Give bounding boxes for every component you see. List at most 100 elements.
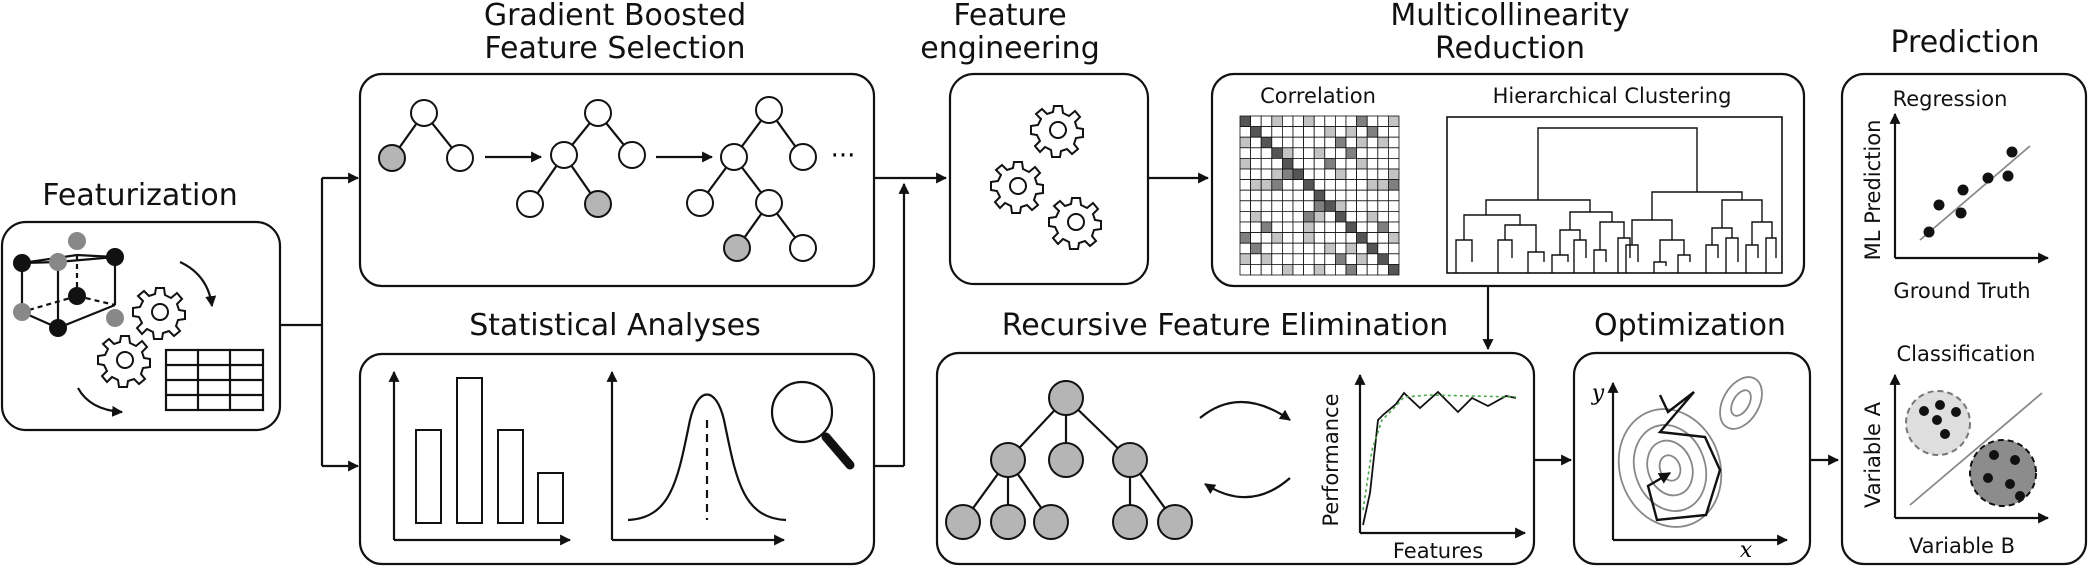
gradient-boosted-title-line2: Feature Selection [484, 31, 745, 66]
correlation-cell [1239, 232, 1252, 244]
correlation-cell [1356, 115, 1368, 128]
classification-plot: Variable A Variable B [1861, 373, 2050, 558]
correlation-cell [1292, 232, 1305, 244]
correlation-cell [1388, 253, 1400, 265]
correlation-cell [1303, 232, 1315, 244]
decision-tree-2 [516, 99, 646, 218]
multicollinearity-title-line1: Multicollinearity [1390, 0, 1629, 33]
correlation-cell [1366, 253, 1379, 265]
regression-xlabel: Ground Truth [1893, 279, 2030, 303]
correlation-cell [1324, 232, 1336, 244]
correlation-cell [1377, 232, 1389, 244]
correlation-cell [1335, 210, 1347, 223]
correlation-cell [1250, 147, 1262, 159]
correlation-cell [1335, 221, 1347, 234]
correlation-cell [1260, 221, 1273, 234]
correlation-cell [1292, 168, 1305, 181]
prediction-title: Prediction [1890, 25, 2039, 60]
correlation-cell [1239, 210, 1252, 223]
correlation-cell [1313, 189, 1326, 202]
correlation-cell [1324, 147, 1336, 159]
correlation-cell [1292, 189, 1305, 202]
correlation-cell [1377, 200, 1389, 212]
correlation-cell [1303, 263, 1315, 276]
correlation-cell [1292, 263, 1305, 276]
classification-label: Classification [1897, 342, 2036, 366]
correlation-matrix [1239, 115, 1400, 276]
correlation-cell [1250, 253, 1262, 265]
correlation-cell [1271, 115, 1283, 128]
correlation-cell [1324, 168, 1336, 181]
correlation-cell [1388, 157, 1400, 170]
correlation-cell [1250, 136, 1262, 149]
correlation-cell [1250, 115, 1262, 128]
correlation-cell [1377, 126, 1389, 138]
correlation-cell [1303, 157, 1315, 170]
correlation-cell [1356, 179, 1368, 191]
correlation-cell [1282, 115, 1294, 128]
correlation-cell [1366, 200, 1379, 212]
correlation-cell [1260, 115, 1273, 128]
optimization-xlabel: x [1740, 538, 1753, 563]
correlation-cell [1377, 221, 1389, 234]
regression-ylabel: ML Prediction [1861, 120, 1885, 261]
correlation-cell [1292, 147, 1305, 159]
feature-engineering-title-line2: engineering [920, 31, 1100, 66]
correlation-cell [1324, 179, 1336, 191]
correlation-cell [1271, 221, 1283, 234]
correlation-cell [1388, 232, 1400, 244]
correlation-cell [1335, 189, 1347, 202]
correlation-cell [1324, 210, 1336, 223]
correlation-cell [1282, 189, 1294, 202]
correlation-cell [1250, 179, 1262, 191]
correlation-cell [1335, 147, 1347, 159]
correlation-cell [1345, 189, 1358, 202]
correlation-cell [1271, 136, 1283, 149]
correlation-cell [1313, 253, 1326, 265]
correlation-cell [1345, 242, 1358, 255]
clustering-label: Hierarchical Clustering [1493, 84, 1732, 108]
correlation-cell [1250, 242, 1262, 255]
correlation-cell [1303, 147, 1315, 159]
correlation-cell [1239, 115, 1252, 128]
correlation-cell [1292, 242, 1305, 255]
correlation-cell [1282, 157, 1294, 170]
rfe-title: Recursive Feature Elimination [1002, 308, 1448, 343]
correlation-cell [1377, 242, 1389, 255]
correlation-cell [1335, 115, 1347, 128]
correlation-cell [1313, 115, 1326, 128]
dendrogram [1446, 116, 1783, 274]
optimization-title: Optimization [1594, 308, 1786, 343]
correlation-cell [1282, 168, 1294, 181]
correlation-cell [1345, 136, 1358, 149]
correlation-cell [1282, 232, 1294, 244]
bar-chart-icon [388, 370, 572, 546]
rfe-panel: Recursive Feature Elimination [935, 308, 1536, 566]
correlation-cell [1335, 136, 1347, 149]
correlation-cell [1345, 210, 1358, 223]
correlation-cell [1239, 263, 1252, 276]
correlation-cell [1388, 263, 1400, 276]
correlation-cell [1282, 179, 1294, 191]
gradient-boosted-box [358, 72, 876, 288]
correlation-cell [1366, 263, 1379, 276]
correlation-cell [1324, 200, 1336, 212]
correlation-label: Correlation [1260, 84, 1376, 108]
cycle-arrow [1199, 400, 1291, 421]
correlation-cell [1313, 232, 1326, 244]
cycle-arrow [1204, 477, 1291, 499]
correlation-cell [1271, 179, 1283, 191]
correlation-cell [1345, 179, 1358, 191]
correlation-cell [1366, 189, 1379, 202]
correlation-cell [1282, 126, 1294, 138]
correlation-cell [1356, 157, 1368, 170]
correlation-cell [1366, 242, 1379, 255]
prediction-panel: Prediction Regression ML Prediction Grou… [1840, 25, 2088, 566]
optimization-panel: Optimization y x [1572, 308, 1812, 566]
optimization-ylabel: y [1591, 381, 1605, 406]
gear-icon [97, 335, 151, 388]
feature-table-icon [164, 348, 265, 412]
correlation-cell [1356, 210, 1368, 223]
gear-icon [1048, 197, 1102, 250]
